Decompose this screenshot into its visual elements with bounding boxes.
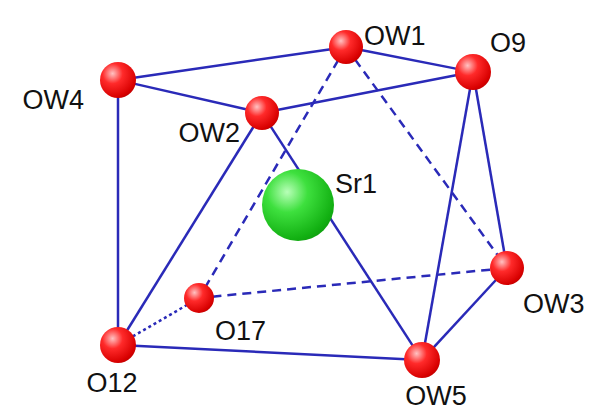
hidden-edge — [212, 269, 491, 296]
atom-label: O12 — [86, 370, 137, 397]
oxygen-atom: O9 — [455, 54, 491, 90]
polyhedron-edge — [134, 49, 331, 77]
atom-label: Sr1 — [335, 171, 377, 198]
polyhedron-edge — [433, 279, 497, 348]
atom-label: O9 — [490, 30, 526, 57]
polyhedron-edge — [277, 75, 457, 110]
oxygen-atom: OW5 — [404, 342, 440, 378]
polyhedron-edge — [425, 88, 470, 344]
oxygen-atom: OW1 — [329, 30, 363, 64]
atom-label: OW2 — [178, 120, 240, 147]
oxygen-atom: O12 — [100, 327, 136, 363]
atom-label: OW3 — [523, 291, 585, 318]
oxygen-atom: OW2 — [245, 96, 279, 130]
atom-label: OW4 — [22, 87, 84, 114]
polyhedron-edge — [361, 50, 457, 69]
hidden-edge — [132, 305, 187, 337]
oxygen-atom: OW3 — [490, 251, 524, 285]
atom-label: O17 — [215, 318, 266, 345]
polyhedron-edge — [127, 126, 254, 331]
atom-label: OW1 — [364, 23, 426, 50]
polyhedron-edge — [134, 84, 247, 110]
oxygen-atom: OW4 — [100, 62, 136, 98]
polyhedron-edge — [476, 88, 505, 253]
hidden-edge — [206, 60, 338, 286]
oxygen-atom: O17 — [184, 283, 214, 313]
polyhedron-edge — [117, 96, 120, 329]
polyhedron-edge — [134, 346, 406, 359]
atom-label: OW5 — [405, 383, 467, 410]
strontium-atom: Sr1 — [262, 169, 334, 241]
